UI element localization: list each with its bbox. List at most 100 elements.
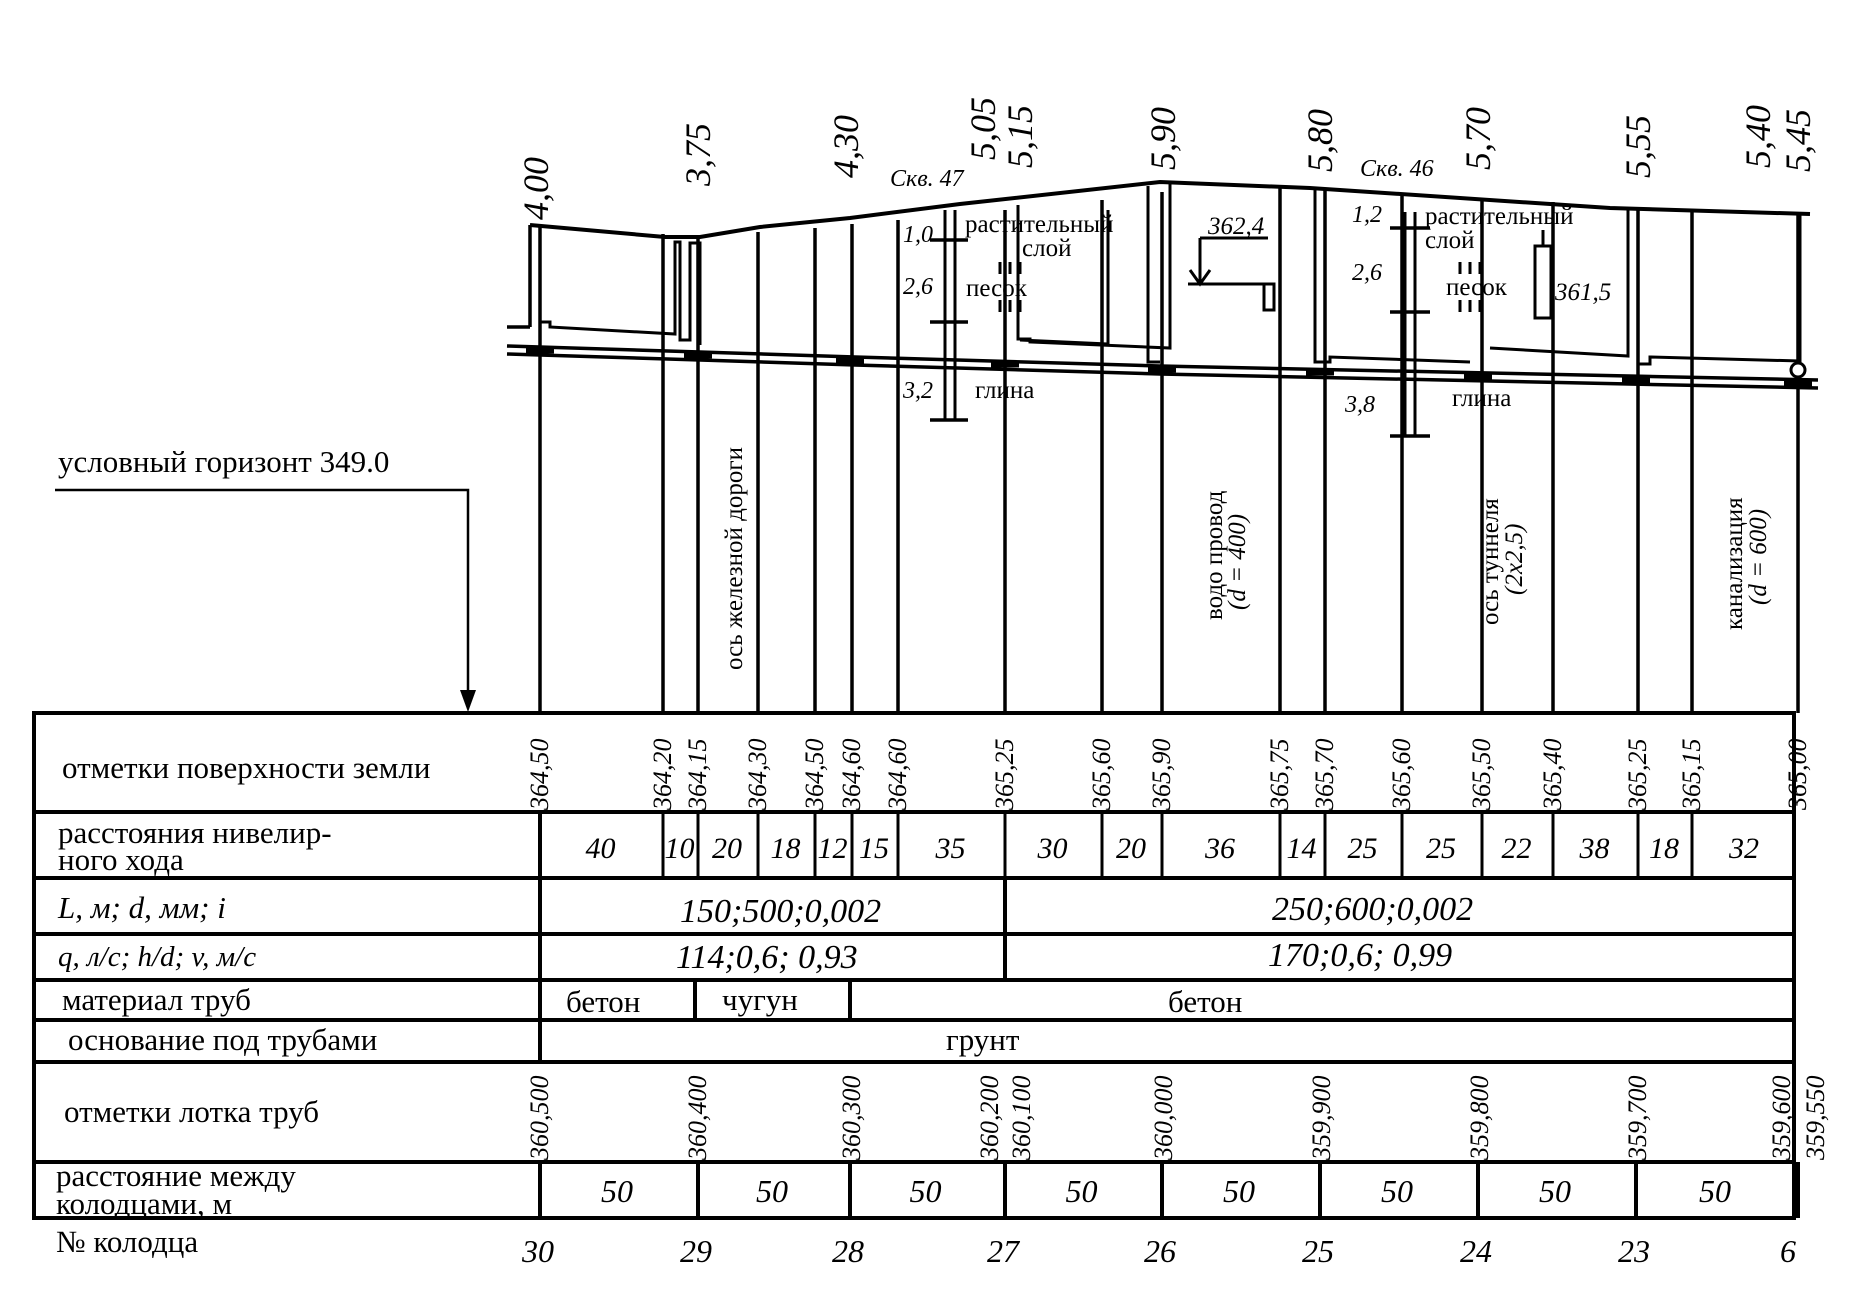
row-ground-marks: отметки поверхности земли <box>62 750 430 785</box>
row-material: материал труб <box>62 982 251 1017</box>
soil-sand-1: песок <box>966 275 1028 302</box>
tray-mark: 360,500 <box>525 1076 554 1162</box>
well-number: 24 <box>1460 1233 1492 1269</box>
ground-mark: 364,20 <box>648 739 677 812</box>
borehole-46-depth-3: 3,8 <box>1344 392 1375 418</box>
well-distance-value: 50 <box>1223 1173 1255 1209</box>
trench-outline-2 <box>1016 181 1172 350</box>
trench-outline-4 <box>1313 187 1471 364</box>
ground-mark: 365,40 <box>1538 739 1567 812</box>
horizon: условный горизонт 349.0 <box>55 444 476 712</box>
ground-mark: 365,25 <box>990 739 1019 812</box>
well-number: 25 <box>1302 1233 1334 1269</box>
row-well-dist-2: колодцами, м <box>56 1186 232 1221</box>
borehole-47-depth-1: 1,0 <box>903 222 933 248</box>
railway-label: ось железной дороги <box>721 447 748 670</box>
distance-value: 18 <box>1649 832 1679 865</box>
depth-label: 5,40 <box>1738 105 1778 168</box>
tray-mark: 359,800 <box>1465 1076 1494 1162</box>
distance-value: 25 <box>1348 832 1378 865</box>
trench-outline-3 <box>1146 186 1160 364</box>
distance-value: 10 <box>665 832 695 865</box>
well-markers <box>526 346 1812 388</box>
tray-mark: 360,100 <box>1007 1076 1036 1162</box>
ground-mark: 365,15 <box>1677 739 1706 812</box>
soil-veg-2: слой <box>1022 235 1071 262</box>
depth-label: 5,45 <box>1778 109 1818 172</box>
row-base: основание под трубами <box>68 1022 377 1057</box>
soil-boundary-marks-1 <box>998 262 1022 312</box>
borehole-46: Скв. 46 1,2 2,6 3,8 <box>1344 156 1434 438</box>
trench-outline-7 <box>1019 210 1110 346</box>
ground-mark: 364,60 <box>837 739 866 812</box>
horizon-label: условный горизонт 349.0 <box>58 444 389 479</box>
depth-label: 3,75 <box>678 123 718 187</box>
distance-value: 14 <box>1287 832 1317 865</box>
tray-mark: 360,000 <box>1149 1076 1178 1162</box>
depth-label: 4,00 <box>516 157 556 220</box>
ldi-value-2: 250;600;0,002 <box>1272 891 1473 928</box>
distance-value: 25 <box>1426 832 1456 865</box>
distance-value: 30 <box>1037 832 1068 865</box>
borehole-46-depth-1: 1,2 <box>1352 202 1382 228</box>
distance-value: 22 <box>1502 832 1532 865</box>
distance-value: 20 <box>712 832 742 865</box>
tray-mark: 360,200 <box>975 1076 1004 1162</box>
well-distance-value: 50 <box>1381 1173 1413 1209</box>
well-number: 27 <box>987 1233 1021 1269</box>
tunnel-size: (2х2,5) <box>1501 524 1528 596</box>
tray-mark: 359,550 <box>1801 1076 1830 1162</box>
well-number: 23 <box>1618 1233 1650 1269</box>
well-number: 26 <box>1144 1233 1176 1269</box>
row-tray-marks: отметки лотка труб <box>64 1094 319 1129</box>
outlet-circle <box>1789 361 1807 379</box>
water-pipe-label: водо провод <box>1201 490 1228 620</box>
depth-label: 5,80 <box>1300 109 1340 172</box>
pipe-bottom-line <box>506 352 1819 390</box>
material-2: чугун <box>722 982 798 1017</box>
tunnel-level-mark: 361,5 <box>1533 230 1611 320</box>
well-distance-value: 50 <box>1539 1173 1571 1209</box>
distance-value: 15 <box>859 832 889 865</box>
borehole-46-depth-2: 2,6 <box>1352 260 1382 286</box>
ground-mark: 365,70 <box>1310 739 1339 812</box>
depth-label: 5,55 <box>1618 115 1658 178</box>
sewer-label: канализация <box>1721 497 1748 630</box>
borehole-47-name: Скв. 47 <box>890 166 965 192</box>
tray-mark: 359,600 <box>1767 1076 1796 1162</box>
ground-mark: 364,15 <box>683 739 712 812</box>
soil-boundary-marks-2 <box>1458 262 1482 312</box>
ground-mark: 364,50 <box>800 739 829 812</box>
qhv-value-2: 170;0,6; 0,99 <box>1268 937 1452 974</box>
well-number: 28 <box>832 1233 864 1269</box>
well-distance-value: 50 <box>756 1173 788 1209</box>
ground-mark: 365,75 <box>1265 739 1294 812</box>
well-distance-value: 50 <box>1066 1173 1098 1209</box>
ground-mark: 365,90 <box>1147 739 1176 812</box>
depth-label: 5,15 <box>1000 105 1040 168</box>
trench-outline <box>538 226 702 345</box>
row-well-number: № колодца <box>56 1224 198 1259</box>
ground-surface-line <box>529 179 1811 239</box>
ground-mark: 365,00 <box>1783 739 1812 812</box>
trench-outline-6 <box>1489 209 1630 358</box>
soil-clay-2: глина <box>1452 385 1511 412</box>
base-value: грунт <box>946 1022 1020 1057</box>
row-level-dist-2: ного хода <box>58 842 184 877</box>
trench-outline-5 <box>1636 208 1802 366</box>
material-1: бетон <box>566 984 640 1019</box>
ground-mark: 365,50 <box>1467 739 1496 812</box>
borehole-46-name: Скв. 46 <box>1360 156 1434 182</box>
data-table: отметки поверхности земли расстояния нив… <box>32 711 1830 1269</box>
soil-sand-2: песок <box>1446 274 1508 301</box>
depth-label: 5,90 <box>1143 107 1183 170</box>
borehole-47-depth-2: 2,6 <box>903 274 933 300</box>
ground-mark: 364,60 <box>883 739 912 812</box>
water-level-2: 361,5 <box>1554 279 1611 306</box>
qhv-value-1: 114;0,6; 0,93 <box>676 939 858 976</box>
well-distance-value: 50 <box>910 1173 942 1209</box>
depth-label: 5,05 <box>963 97 1003 160</box>
tray-mark: 359,900 <box>1307 1076 1336 1162</box>
